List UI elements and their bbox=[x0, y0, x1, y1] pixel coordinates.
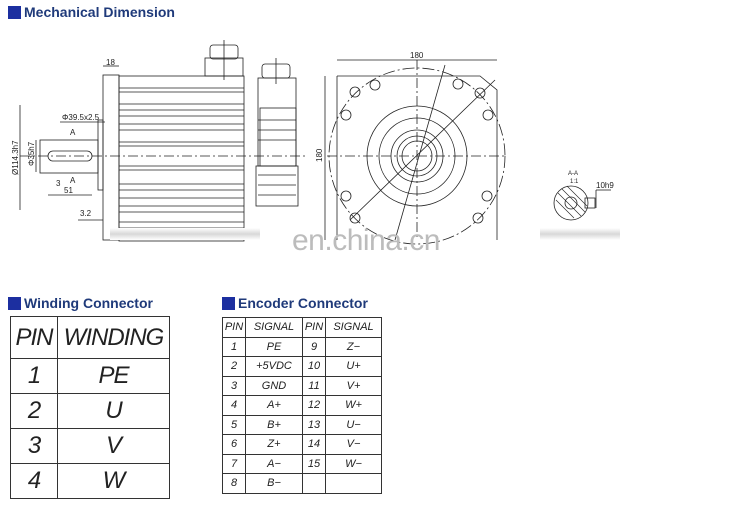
pin-cell: 7 bbox=[222, 453, 246, 474]
winding-connector-heading: Winding Connector bbox=[8, 295, 153, 311]
heading-text: Mechanical Dimension bbox=[24, 4, 175, 20]
pin-cell: 14 bbox=[302, 434, 326, 455]
signal-cell: GND bbox=[245, 375, 303, 396]
pin-cell: 13 bbox=[302, 414, 326, 435]
pin-cell: 4 bbox=[10, 463, 58, 499]
svg-text:Φ39.5x2.5: Φ39.5x2.5 bbox=[62, 113, 100, 122]
header-pin: PIN bbox=[302, 317, 326, 338]
image-fade bbox=[540, 228, 620, 240]
winding-cell: PE bbox=[57, 358, 170, 394]
winding-cell: V bbox=[57, 428, 170, 464]
pin-cell: 2 bbox=[10, 393, 58, 429]
svg-text:A: A bbox=[70, 176, 76, 185]
header-pin: PIN bbox=[222, 317, 246, 338]
signal-cell: A− bbox=[245, 453, 303, 474]
pin-cell bbox=[302, 473, 326, 494]
signal-cell: Z− bbox=[325, 336, 382, 357]
svg-text:51: 51 bbox=[64, 186, 73, 195]
pin-cell: 4 bbox=[222, 395, 246, 416]
front-view-labels: 180 180 bbox=[315, 51, 424, 162]
pin-cell: 1 bbox=[222, 336, 246, 357]
signal-cell bbox=[325, 473, 382, 494]
pin-cell: 11 bbox=[302, 375, 326, 396]
pin-cell: 6 bbox=[222, 434, 246, 455]
signal-cell: +5VDC bbox=[245, 356, 303, 377]
heading-marker-icon bbox=[8, 5, 21, 19]
pin-cell: 3 bbox=[222, 375, 246, 396]
signal-cell: B− bbox=[245, 473, 303, 494]
svg-text:3: 3 bbox=[56, 179, 61, 188]
pin-cell: 2 bbox=[222, 356, 246, 377]
heading-text: Winding Connector bbox=[24, 295, 153, 311]
signal-cell: A+ bbox=[245, 395, 303, 416]
pin-cell: 10 bbox=[302, 356, 326, 377]
header-winding: WINDING bbox=[57, 316, 170, 359]
header-signal: SIGNAL bbox=[245, 317, 303, 338]
svg-text:180: 180 bbox=[315, 148, 324, 162]
svg-text:Ø114.3h7: Ø114.3h7 bbox=[11, 140, 20, 175]
svg-text:1:1: 1:1 bbox=[570, 179, 579, 185]
svg-text:180: 180 bbox=[410, 51, 424, 60]
signal-cell: V− bbox=[325, 434, 382, 455]
heading-marker-icon bbox=[222, 296, 235, 310]
pin-cell: 1 bbox=[10, 358, 58, 394]
pin-cell: 3 bbox=[10, 428, 58, 464]
side-view bbox=[19, 40, 305, 242]
svg-text:A: A bbox=[70, 128, 76, 137]
section-labels: A-A 1:1 10h9 bbox=[568, 171, 614, 190]
svg-text:3.2: 3.2 bbox=[80, 209, 92, 218]
pin-cell: 8 bbox=[222, 473, 246, 494]
svg-text:10h9: 10h9 bbox=[596, 181, 614, 190]
winding-cell: W bbox=[57, 463, 170, 499]
svg-text:Φ35h7: Φ35h7 bbox=[27, 141, 36, 166]
heading-marker-icon bbox=[8, 296, 21, 310]
pin-cell: 5 bbox=[222, 414, 246, 435]
svg-text:A-A: A-A bbox=[568, 171, 578, 177]
encoder-connector-heading: Encoder Connector bbox=[222, 295, 368, 311]
signal-cell: W− bbox=[325, 453, 382, 474]
header-signal: SIGNAL bbox=[325, 317, 382, 338]
signal-cell: B+ bbox=[245, 414, 303, 435]
winding-cell: U bbox=[57, 393, 170, 429]
watermark: en.china.cn bbox=[292, 224, 440, 257]
heading-text: Encoder Connector bbox=[238, 295, 368, 311]
mechanical-dimension-heading: Mechanical Dimension bbox=[8, 4, 175, 20]
pin-cell: 12 bbox=[302, 395, 326, 416]
side-view-labels: 18 Φ39.5x2.5 A A Ø114.3h7 Φ35h7 3 51 3.2 bbox=[11, 58, 115, 218]
signal-cell: W+ bbox=[325, 395, 382, 416]
signal-cell: U+ bbox=[325, 356, 382, 377]
front-view bbox=[324, 59, 507, 245]
mechanical-drawing: 18 Φ39.5x2.5 A A Ø114.3h7 Φ35h7 3 51 3.2… bbox=[11, 40, 614, 245]
svg-text:18: 18 bbox=[106, 58, 115, 67]
signal-cell: U− bbox=[325, 414, 382, 435]
signal-cell: V+ bbox=[325, 375, 382, 396]
table-header-row: PIN SIGNAL PIN SIGNAL bbox=[222, 317, 382, 338]
signal-cell: PE bbox=[245, 336, 303, 357]
image-fade bbox=[110, 228, 260, 240]
pin-cell: 15 bbox=[302, 453, 326, 474]
pin-cell: 9 bbox=[302, 336, 326, 357]
section-a-a bbox=[553, 185, 611, 221]
table-header-row: PIN WINDING bbox=[10, 316, 170, 359]
header-pin: PIN bbox=[10, 316, 58, 359]
signal-cell: Z+ bbox=[245, 434, 303, 455]
